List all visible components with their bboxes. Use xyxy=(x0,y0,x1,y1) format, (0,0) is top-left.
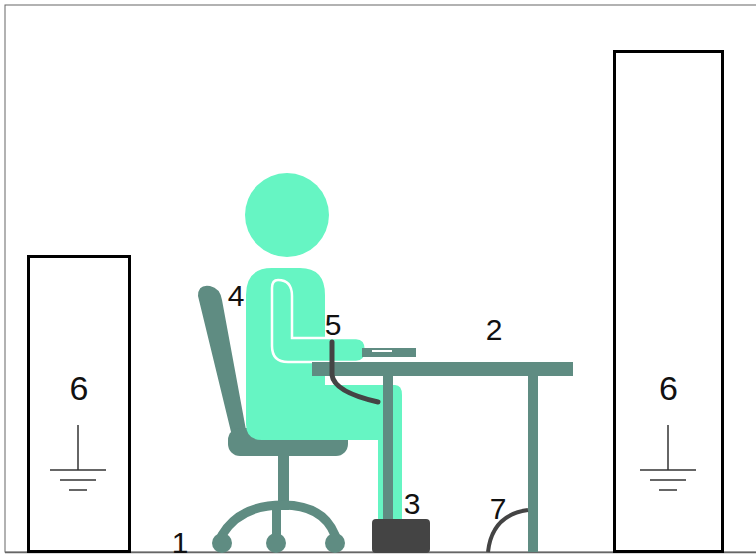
callout-number: 3 xyxy=(404,489,421,519)
callout-number: 6 xyxy=(616,371,721,405)
frame xyxy=(5,5,756,552)
callout-number: 4 xyxy=(228,281,245,311)
ground-symbol xyxy=(50,425,106,490)
ground-symbol xyxy=(640,425,696,490)
callout-number: 5 xyxy=(325,310,342,340)
device-on-desk xyxy=(362,348,416,357)
callout-number: 6 xyxy=(30,371,128,405)
wrist-strap-cord xyxy=(332,342,378,402)
callout-number: 1 xyxy=(172,528,189,558)
grounded-cabinet: 6 xyxy=(27,255,131,553)
foot-grounder xyxy=(372,519,430,553)
grounded-cabinet: 6 xyxy=(613,50,724,553)
desk xyxy=(312,362,573,552)
callout-number: 2 xyxy=(486,315,503,345)
callout-number: 7 xyxy=(490,494,507,524)
person xyxy=(245,173,402,520)
